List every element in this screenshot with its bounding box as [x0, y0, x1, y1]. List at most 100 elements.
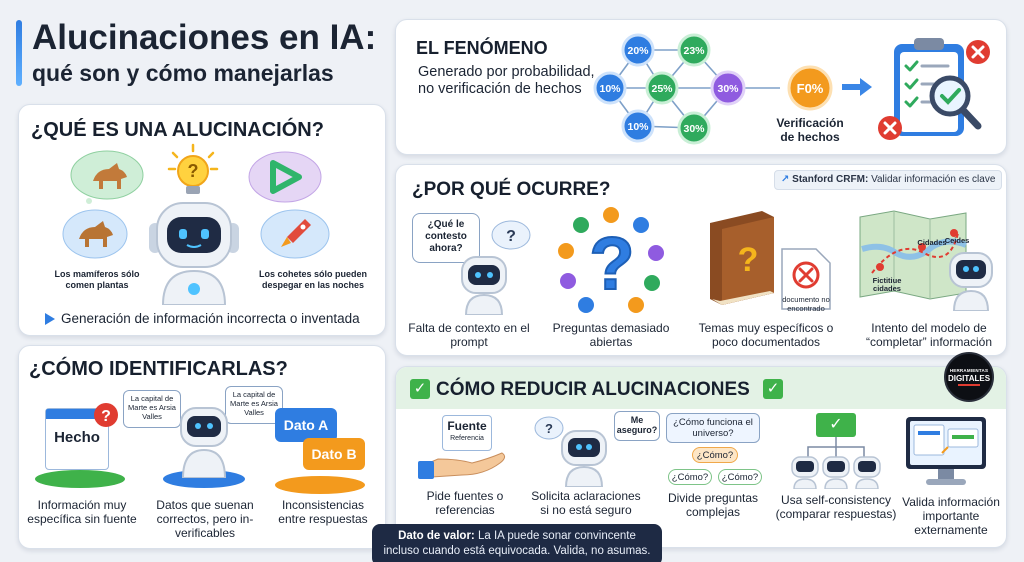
fenomeno-card: EL FENÓMENO Generado por probabilidad, n… [395, 19, 1007, 155]
brand-logo: HERRAMIENTAS DIGITALES [944, 352, 994, 402]
source-note-bold: Stanford CRFM: [792, 174, 869, 185]
lightbulb-icon: ? [167, 143, 219, 194]
reducir-caption-3: Divide preguntas complejas [667, 491, 759, 519]
question-cloud-icon: ? [491, 220, 531, 250]
source-note-text: Validar información es clave [871, 174, 996, 185]
page-title-line1: Alucinaciones en IA: [32, 18, 377, 57]
reducir-caption-1: Pide fuentes o referencias [426, 489, 504, 517]
probability-network-diagram: 20% 23% 10% 25% 30% 10% 30% [593, 33, 780, 145]
external-link-icon: ↗ [781, 174, 790, 185]
sub-question-3: ¿Cómo? [718, 469, 762, 485]
fact-card-podium [35, 470, 125, 488]
consistency-check-icon: ✓ [816, 413, 856, 437]
fact-card-titlebar [46, 409, 108, 419]
svg-text:?: ? [738, 241, 759, 279]
node-label: 10% [599, 83, 621, 95]
claim-bubble-left-text: La capital de Marte es Arsia Valles [128, 394, 176, 421]
que-es-heading: ¿QUÉ ES UNA ALUCINACIÓN? [31, 119, 324, 141]
play-bullet-icon [45, 313, 55, 325]
source-card-title: Fuente [447, 419, 487, 433]
robot-icon [149, 202, 239, 305]
brand-logo-line1: HERRAMIENTAS [949, 368, 989, 373]
reducir-header [396, 367, 1006, 409]
svg-text:?: ? [188, 161, 199, 181]
robot-trio-icon [791, 456, 881, 489]
data-podium [275, 476, 365, 494]
tag-dato-b: Dato B [303, 438, 365, 470]
claim-bubble-right-text: La capital de Marte es Arsia Valles [230, 390, 278, 417]
map-label-3: Fictitiue cidades [872, 276, 902, 293]
pointing-robot-icon [949, 252, 993, 311]
question-badge-icon: ? [94, 403, 118, 427]
node-label: 25% [651, 83, 673, 95]
por-que-caption-3: Temas muy específicos o poco documentado… [698, 321, 834, 349]
node-label: 23% [683, 45, 705, 57]
por-que-caption-1: Falta de contexto en el prompt [408, 321, 530, 349]
identificar-caption-1: Información muy específica sin fuente [27, 498, 137, 526]
open-hand-icon [418, 452, 506, 479]
source-note: ↗ Stanford CRFM: Validar información es … [774, 170, 1002, 190]
clipboard-checklist-icon [878, 38, 990, 140]
question-cloud-icon-2: ? [534, 416, 564, 440]
monitor-validation-icon [906, 417, 986, 485]
node-label: 20% [627, 45, 649, 57]
identificar-heading: ¿CÓMO IDENTIFICARLAS? [29, 358, 288, 380]
document-not-found-icon [781, 248, 831, 310]
source-card-subtitle: Referencia [450, 435, 484, 442]
identificar-card: ¿CÓMO IDENTIFICARLAS? Hecho ? Informació… [18, 345, 386, 549]
consistency-lines [807, 437, 865, 457]
reducir-caption-4: Usa self-consistency (comparar respuesta… [775, 493, 897, 521]
value-callout-bold: Dato de valor: [398, 530, 475, 542]
confused-robot-icon [461, 256, 507, 315]
svg-text:?: ? [506, 228, 516, 245]
por-que-caption-2: Preguntas demasiado abiertas [552, 321, 670, 349]
por-que-heading: ¿POR QUÉ OCURRE? [412, 179, 611, 200]
fenomeno-text: Generado por probabilidad, no verificaci… [418, 64, 595, 97]
complex-question-text: ¿Cómo funciona el universo? [673, 417, 753, 439]
dog-thought-cloud-2 [62, 209, 128, 259]
document-not-found-label: documento no encontrado [782, 295, 830, 313]
clarify-bubble-text: Me aseguro? [616, 415, 658, 435]
fact-card-label: Hecho [54, 429, 100, 446]
identificar-caption-3: Inconsistencias entre respuestas [278, 498, 368, 526]
por-que-caption-4: Intento del modelo de “completar” inform… [865, 321, 993, 349]
tag-dato-a: Dato A [275, 408, 337, 442]
talking-robot-icon [180, 407, 228, 478]
map-icon [859, 210, 968, 300]
map-label-1: Cidades [917, 238, 947, 247]
page-title: Alucinaciones en IA: qué son y cómo mane… [32, 18, 392, 88]
reducir-heading: CÓMO REDUCIR ALUCINACIONES [436, 379, 750, 400]
context-question-text: ¿Qué le contesto ahora? [425, 219, 467, 254]
check-box-icon-2: ✓ [763, 379, 783, 399]
node-label: 10% [627, 121, 649, 133]
brand-logo-underline [958, 384, 980, 386]
identificar-caption-2: Datos que suenan correctos, pero in-veri… [156, 498, 254, 540]
claim-bubble-left [123, 390, 181, 428]
sub-question-1: ¿Cómo? [692, 447, 738, 463]
shape-thought-cloud [248, 151, 322, 203]
arrow-right-icon [842, 78, 872, 96]
que-es-card: ¿QUÉ ES UNA ALUCINACIÓN? ? [18, 104, 386, 336]
open-questions-icon: ? [558, 207, 664, 313]
svg-text:?: ? [589, 222, 634, 305]
title-accent-bar [16, 20, 22, 86]
node-label: 30% [683, 123, 705, 135]
thinking-robot-icon [561, 430, 607, 487]
page-title-line2: qué son y cómo manejarlas [32, 60, 334, 86]
node-label: 30% [717, 83, 739, 95]
dog-thought-cloud [70, 150, 144, 204]
brand-logo-line2: DIGITALES [947, 374, 991, 383]
result-node-icon: F0% [787, 65, 833, 111]
bubble-right-text: Los cohetes sólo pueden despegar en las … [258, 269, 368, 290]
svg-text:?: ? [101, 408, 111, 425]
reducir-card: ✓ CÓMO REDUCIR ALUCINACIONES ✓ Fuente Re… [395, 366, 1007, 548]
context-question-bubble [412, 213, 480, 263]
source-card [442, 415, 492, 451]
fenomeno-heading: EL FENÓMENO [416, 38, 548, 58]
sub-question-2: ¿Cómo? [668, 469, 712, 485]
result-label: Verificación de hechos [776, 116, 844, 144]
value-callout: Dato de valor: La IA puede sonar convinc… [372, 524, 662, 562]
old-book-icon: ? [710, 211, 774, 305]
reducir-caption-2: Solicita aclaraciones si no está seguro [531, 489, 641, 517]
claim-bubble-right [225, 386, 283, 424]
